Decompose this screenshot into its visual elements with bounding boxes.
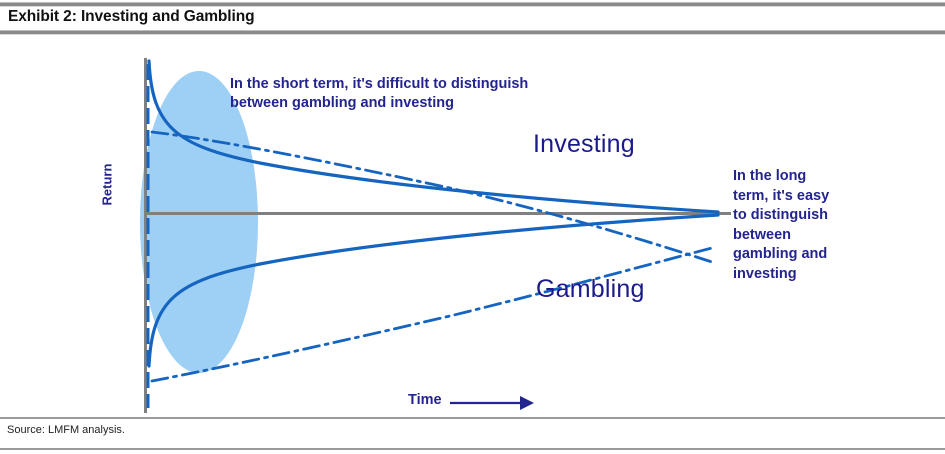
investing-upper-curve <box>147 59 720 214</box>
annotation-long-term: In the long term, it's easy to distingui… <box>733 167 853 284</box>
gambling-lower-curve <box>150 246 714 383</box>
annotation-long-term-line-2: term, it's easy <box>733 187 830 204</box>
investing-lower-curve <box>147 213 720 368</box>
exhibit-title: Exhibit 2: Investing and Gambling <box>8 8 255 25</box>
series-label-gambling: Gambling <box>536 275 645 303</box>
annotation-short-term-line-1: In the short term, it's difficult to dis… <box>230 76 529 92</box>
source-rule-top <box>0 417 945 419</box>
header-rule-top <box>0 2 945 7</box>
series-label-investing: Investing <box>533 130 635 158</box>
annotation-long-term-line-1: In the long <box>733 168 807 184</box>
source-rule-bottom <box>0 448 945 450</box>
header-rule-bottom <box>0 30 945 35</box>
x-axis-label: Time <box>408 392 442 408</box>
annotation-long-term-line-5: gambling and <box>733 246 828 262</box>
time-axis-arrow <box>450 396 534 410</box>
short-term-uncertainty-ellipse <box>140 71 258 373</box>
source-note: Source: LMFM analysis. <box>7 424 125 436</box>
y-axis-label: Return <box>99 163 115 206</box>
annotation-long-term-line-4: between <box>733 226 792 243</box>
annotation-long-term-line-6: investing <box>733 265 797 282</box>
gambling-upper-curve <box>150 130 714 264</box>
chart-svg <box>140 58 731 413</box>
chart-area: In the short term, it's difficult to dis… <box>0 36 945 414</box>
annotation-short-term: In the short term, it's difficult to dis… <box>230 75 590 113</box>
annotation-short-term-line-2: between gambling and investing <box>230 95 454 111</box>
annotation-long-term-line-3: to distinguish <box>733 207 829 223</box>
